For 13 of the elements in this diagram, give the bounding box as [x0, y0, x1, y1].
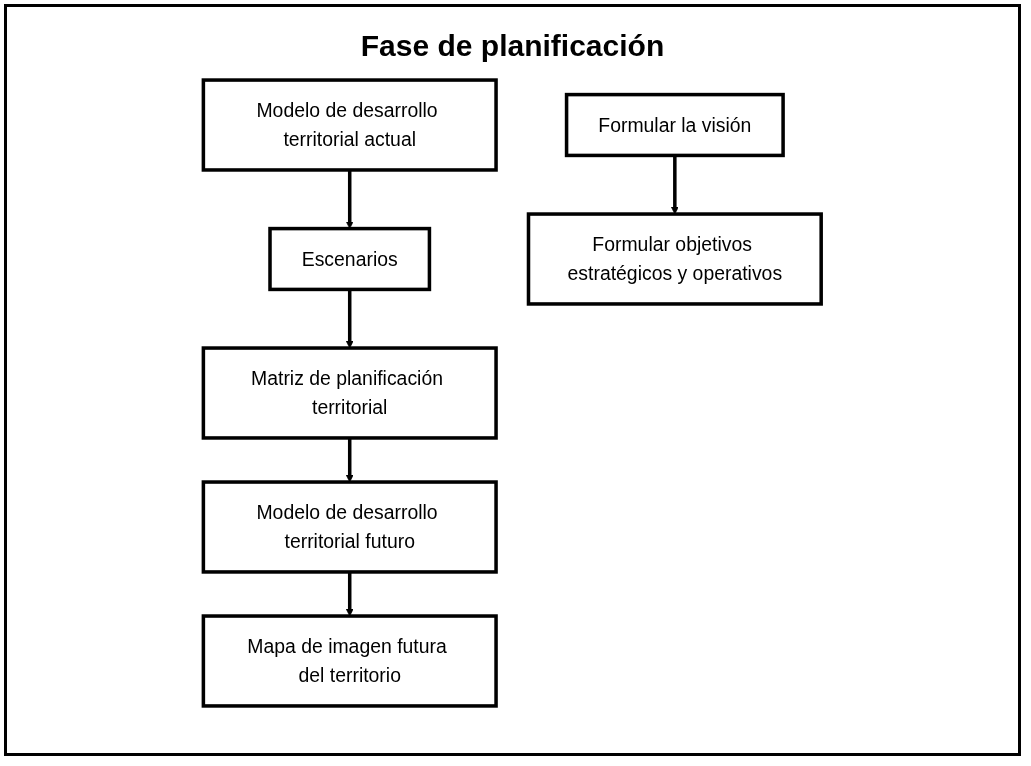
- arrow: [671, 155, 679, 215]
- node-box: Mapa de imagen futura del territorio: [201, 614, 499, 708]
- node-box: Modelo de desarrollo territorial actual: [201, 78, 499, 172]
- arrow: [346, 169, 354, 229]
- node-box: Formular la visión: [565, 92, 786, 158]
- arrow: [346, 571, 354, 617]
- diagram-title: Fase de planificación: [360, 29, 665, 63]
- arrow: [346, 289, 354, 349]
- node-box: Matriz de planificación territorial: [201, 346, 499, 440]
- node-box: Modelo de desarrollo territorial futuro: [201, 480, 499, 574]
- node-box: Formular objetivos estratégicos y operativos: [526, 212, 824, 306]
- arrow: [346, 437, 354, 483]
- node-box: Escenarios: [268, 226, 432, 292]
